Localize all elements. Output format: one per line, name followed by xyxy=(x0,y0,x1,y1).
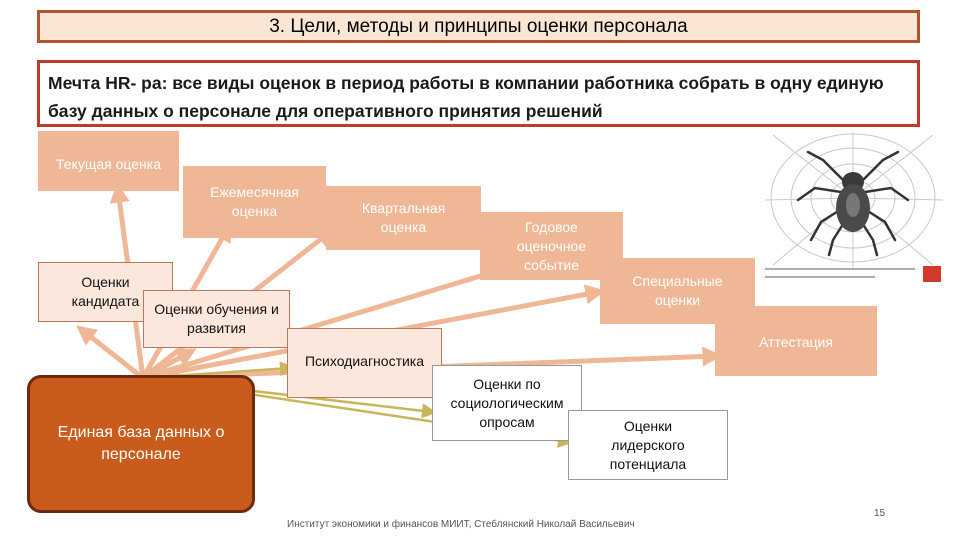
node-training-assessment: Оценки обучения и развития xyxy=(143,290,290,348)
node-unified-database: Единая база данных о персонале xyxy=(27,375,255,513)
node-candidate-assessment: Оценки кандидата xyxy=(38,262,173,322)
spider-caption-lines xyxy=(765,266,941,282)
hr-dream-statement: Мечта HR- ра: все виды оценок в период р… xyxy=(37,60,920,127)
node-current-assessment: Текущая оценка xyxy=(38,131,179,191)
spider-web-illustration xyxy=(763,130,946,290)
node-leadership-potential: Оценки лидерского потенциала xyxy=(568,410,728,480)
slide-title: 3. Цели, методы и принципы оценки персон… xyxy=(37,10,920,43)
page-number: 15 xyxy=(874,508,886,519)
node-annual-event: Годовое оценочное событие xyxy=(480,212,623,280)
arrow-to-annual xyxy=(140,252,548,381)
arrow-to-candidates xyxy=(76,325,146,381)
footer-institute: Институт экономики и финансов МИИТ, Стеб… xyxy=(287,519,635,530)
node-attestation: Аттестация xyxy=(715,306,877,376)
node-psychodiagnostics: Психодиагностика xyxy=(287,328,442,398)
node-sociological-surveys: Оценки по социологическим опросам xyxy=(432,365,582,441)
node-monthly-assessment: Ежемесячная оценка xyxy=(183,166,326,238)
arrow-to-training xyxy=(140,348,197,381)
database-label: Единая база данных о персонале xyxy=(57,424,225,463)
node-quarterly-assessment: Квартальная оценка xyxy=(326,186,481,250)
